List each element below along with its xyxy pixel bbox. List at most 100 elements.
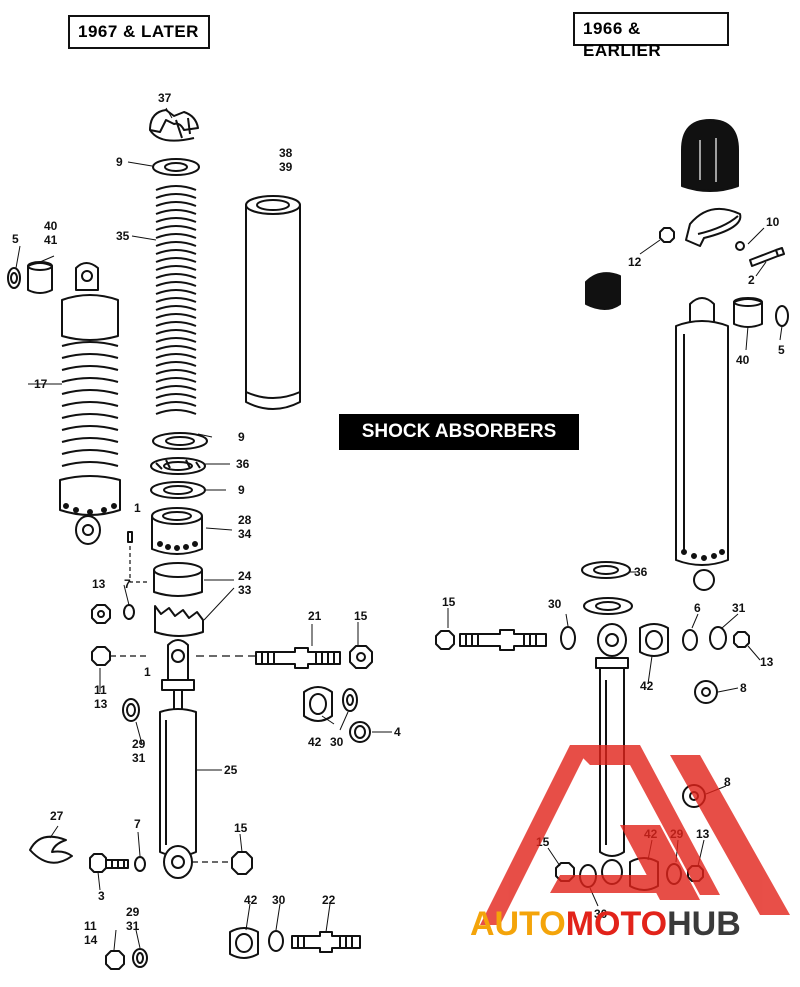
label-34: 34 (238, 527, 252, 541)
spring-adjuster-part (151, 507, 203, 555)
label-35: 35 (116, 229, 130, 243)
hex-nut-part (435, 630, 455, 650)
shock-body-part (159, 639, 197, 879)
label-2: 2 (748, 273, 755, 287)
mounting-stud-part (291, 931, 361, 953)
label-17: 17 (34, 377, 48, 391)
screw-part (749, 247, 785, 267)
hex-nut-part (659, 227, 675, 243)
label-25: 25 (224, 763, 238, 777)
bushing-part (733, 297, 763, 328)
label-1: 1 (144, 665, 151, 679)
label-29: 29 (132, 737, 146, 751)
coil-spring-part (155, 185, 197, 415)
washer-part (152, 432, 208, 450)
label-14: 14 (84, 933, 98, 947)
label-15: 15 (354, 609, 368, 623)
label-11: 11 (84, 919, 97, 933)
label-21: 21 (308, 609, 322, 623)
label-22: 22 (322, 893, 336, 907)
hex-nut-part (105, 950, 125, 970)
washer-part (342, 688, 358, 712)
washer-part (583, 597, 633, 615)
label-30: 30 (330, 735, 344, 749)
hex-nut-part (231, 851, 253, 875)
label-9: 9 (238, 483, 245, 497)
label-8: 8 (740, 681, 747, 695)
label-4: 4 (394, 725, 401, 739)
label-6: 6 (694, 601, 701, 615)
watermark-logo (480, 745, 790, 925)
washer-part (268, 930, 284, 952)
cover-tube-part (245, 195, 301, 410)
label-27: 27 (50, 809, 64, 823)
split-collar-part (149, 109, 199, 142)
label-31: 31 (732, 601, 746, 615)
label-13: 13 (92, 577, 106, 591)
hex-nut-part (733, 631, 750, 648)
label-37: 37 (158, 91, 172, 105)
bolt-part (89, 853, 129, 873)
clamp-band-part (685, 207, 742, 247)
washer-part (123, 604, 135, 620)
bushing-part (229, 927, 259, 959)
washer-part (682, 629, 698, 651)
label-13: 13 (696, 827, 710, 841)
washer-part (150, 481, 206, 499)
bushing-part (303, 686, 333, 722)
label-7: 7 (124, 577, 131, 591)
washer-part (132, 948, 148, 968)
label-36: 36 (634, 565, 648, 579)
lower-rod-part (595, 623, 629, 857)
header-1966-and-earlier: 1966 & EARLIER (573, 12, 729, 60)
washer-part (122, 698, 140, 722)
thrust-bearing-part (150, 457, 206, 475)
bushing-part (27, 261, 53, 294)
bushing-part (639, 623, 669, 657)
washer-part (775, 305, 789, 327)
label-12: 12 (628, 255, 642, 269)
label-31: 31 (126, 919, 140, 933)
label-41: 41 (44, 233, 58, 247)
label-40: 40 (736, 353, 750, 367)
washer-part (560, 626, 576, 650)
label-9: 9 (116, 155, 123, 169)
label-5: 5 (12, 232, 19, 246)
shock-absorbers-banner: SHOCK ABSORBERS (339, 414, 579, 450)
label-42: 42 (640, 679, 654, 693)
rubber-bushing-part (585, 272, 621, 310)
washer-part (7, 267, 21, 289)
label-30: 30 (272, 893, 286, 907)
label-42: 42 (308, 735, 322, 749)
label-13: 13 (760, 655, 774, 669)
label-13: 13 (94, 697, 108, 711)
washer-part (152, 158, 200, 176)
label-29: 29 (126, 905, 140, 919)
label-5: 5 (778, 343, 785, 357)
label-42: 42 (244, 893, 258, 907)
label-39: 39 (279, 160, 293, 174)
watermark-text: AUTOMOTOHUB (470, 905, 741, 943)
label-10: 10 (766, 215, 780, 229)
label-28: 28 (238, 513, 252, 527)
mounting-stud-part (459, 629, 547, 651)
label-31: 31 (132, 751, 146, 765)
label-3: 3 (98, 889, 105, 903)
label-30: 30 (548, 597, 562, 611)
label-1: 1 (134, 501, 141, 515)
shock-housing-part (675, 297, 729, 591)
label-11: 11 (94, 683, 107, 697)
spacer-part (349, 721, 371, 743)
retaining-clip-part (29, 835, 73, 864)
header-1967-and-later: 1967 & LATER (68, 15, 210, 49)
top-cap-part (681, 119, 739, 192)
label-30: 30 (594, 907, 608, 921)
hex-nut-part (91, 604, 111, 624)
label-40: 40 (44, 219, 58, 233)
label-24: 24 (238, 569, 252, 583)
washer-part (694, 680, 718, 704)
hex-nut-part (91, 646, 111, 666)
hex-nut-part (349, 645, 373, 669)
label-15: 15 (442, 595, 456, 609)
